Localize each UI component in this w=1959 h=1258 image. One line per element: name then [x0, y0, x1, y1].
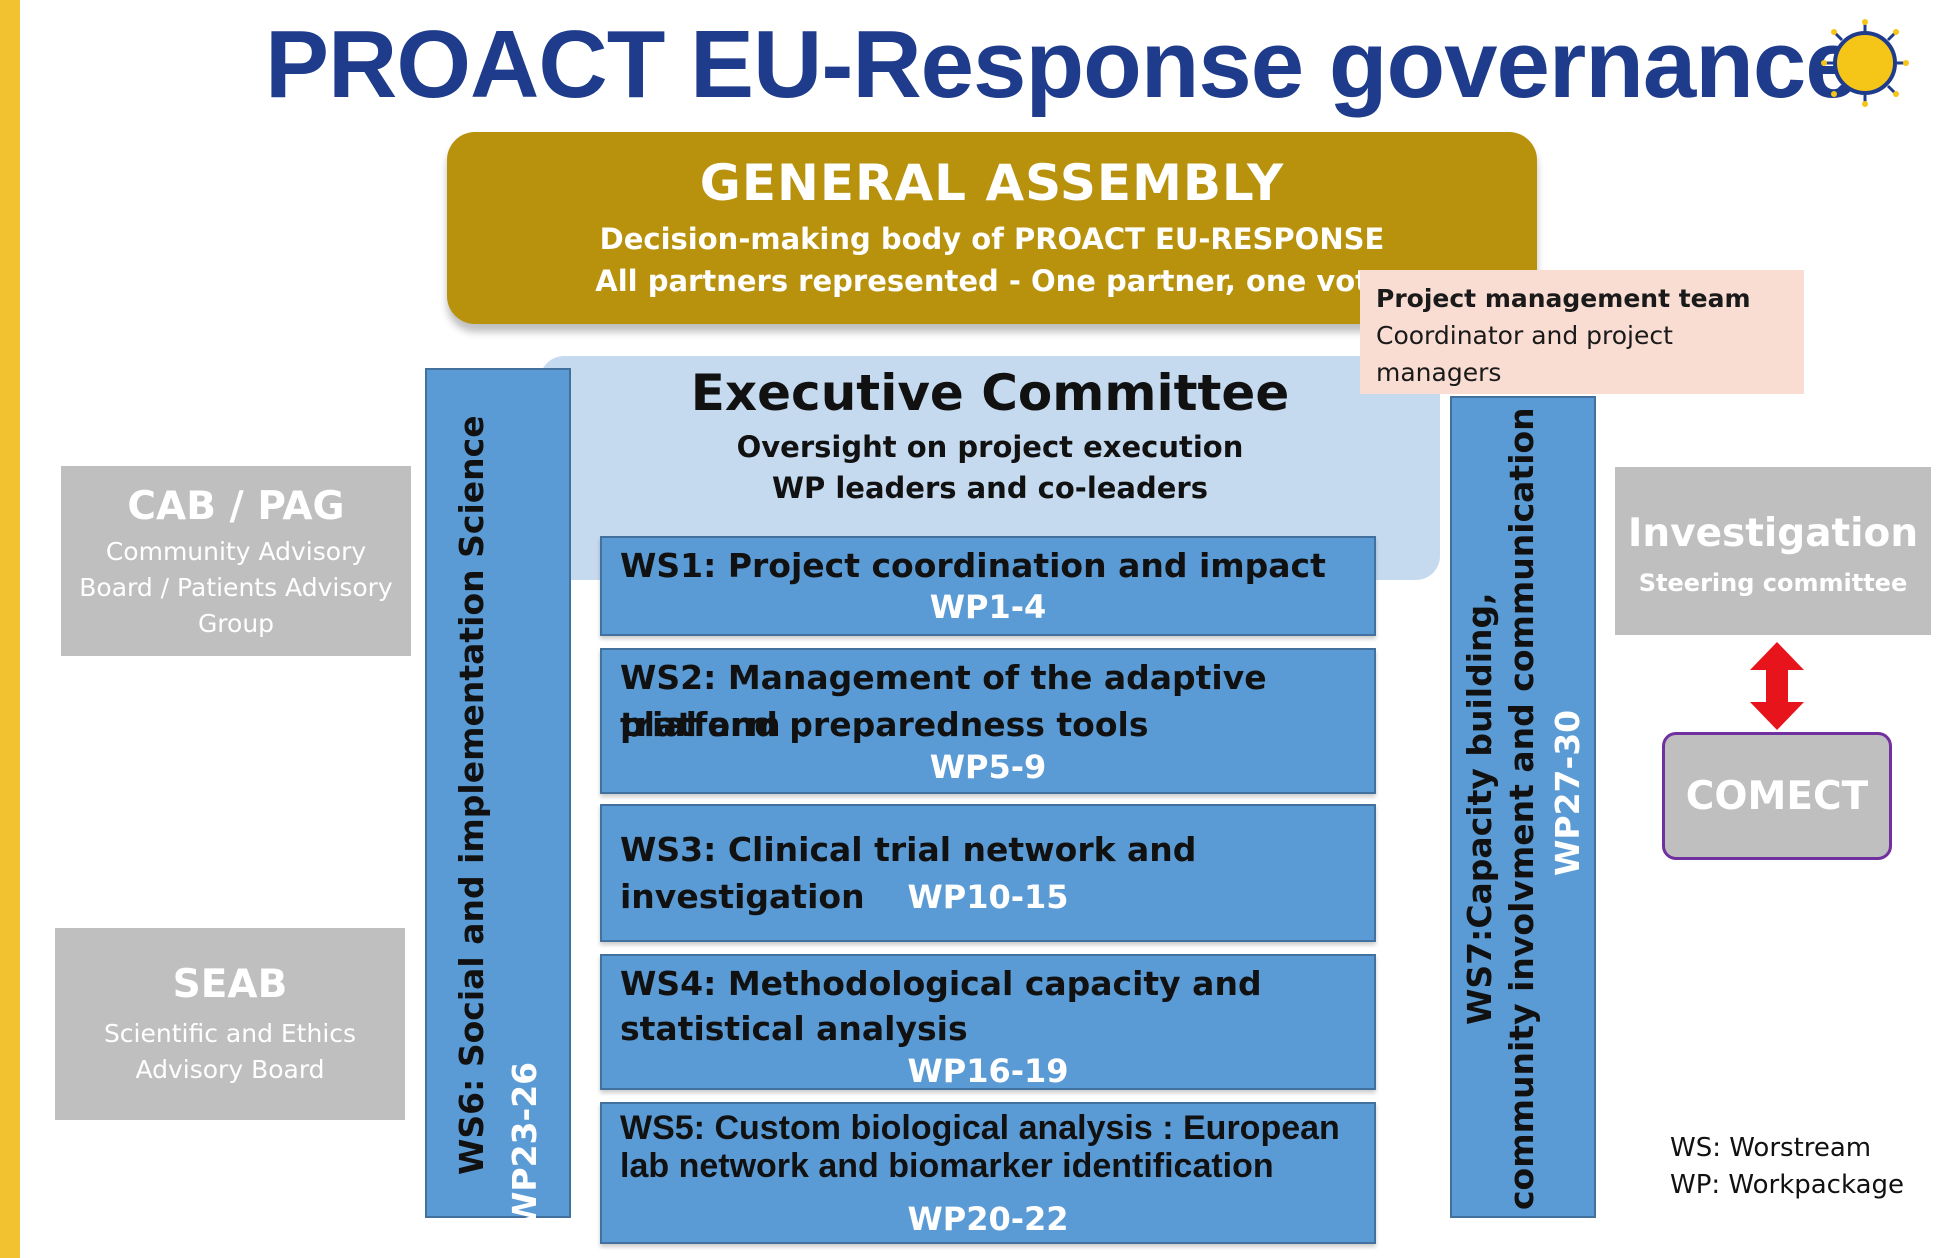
general-assembly-title: GENERAL ASSEMBLY — [699, 154, 1285, 212]
investigation-title: Investigation — [1627, 511, 1919, 556]
cab-pag-box: CAB / PAG Community Advisory Board / Pat… — [61, 466, 411, 656]
workstream-title-line1: WS1: Project coordination and impact — [620, 546, 1326, 585]
legend-ws: WS: Worstream — [1670, 1133, 1872, 1163]
workstream-box-ws1: WS1: Project coordination and impact WP1… — [600, 536, 1376, 636]
seab-title: SEAB — [172, 962, 288, 1007]
project-management-title: Project management team — [1376, 284, 1751, 313]
legend-wp: WP: Workpackage — [1670, 1170, 1905, 1200]
workstream-title-line1: WS2: Management of the adaptive platform — [620, 658, 1267, 744]
cab-pag-line3: Group — [197, 609, 275, 638]
executive-committee-line2: WP leaders and co-leaders — [772, 471, 1208, 505]
workstream-title-line2: trial and preparedness tools — [620, 705, 1149, 744]
seab-box: SEAB Scientific and Ethics Advisory Boar… — [55, 928, 405, 1120]
workstream-code: WP1-4 — [929, 588, 1047, 626]
executive-committee-title: Executive Committee — [690, 364, 1290, 422]
general-assembly-line1: Decision-making body of PROACT EU-RESPON… — [599, 222, 1385, 256]
accent-bar — [0, 0, 20, 1258]
workstream-title-line2: statistical analysis — [620, 1009, 968, 1048]
cab-pag-line2: Board / Patients Advisory — [79, 573, 393, 602]
workstream-box-ws3: WS3: Clinical trial network and investig… — [600, 804, 1376, 942]
ws7-bar: WS7:Capacity building, community involvm… — [1450, 396, 1596, 1218]
legend: WS: Worstream WP: Workpackage — [1670, 1130, 1940, 1204]
project-management-line1: Coordinator and project — [1376, 321, 1673, 350]
double-arrow-icon — [1750, 642, 1804, 730]
cab-pag-title: CAB / PAG — [127, 484, 345, 529]
ws7-label-line1: WS7:Capacity building, — [1460, 592, 1499, 1026]
workstream-code: WP20-22 — [907, 1200, 1069, 1238]
workstream-title-line1: WS3: Clinical trial network and investig… — [620, 830, 1197, 916]
workstream-title-line2: lab network and biomarker identification — [620, 1147, 1274, 1185]
comect-label: COMECT — [1685, 773, 1869, 819]
ws7-code: WP27-30 — [1548, 709, 1587, 877]
workstream-code: WP16-19 — [907, 1052, 1069, 1090]
general-assembly-box: GENERAL ASSEMBLY Decision-making body of… — [447, 132, 1537, 324]
general-assembly-line2: All partners represented - One partner, … — [595, 264, 1389, 298]
workstream-title-line1: WS4: Methodological capacity and — [620, 964, 1262, 1003]
executive-committee-line1: Oversight on project execution — [736, 430, 1244, 464]
seab-line1: Scientific and Ethics — [103, 1019, 357, 1048]
seab-line2: Advisory Board — [135, 1055, 325, 1084]
workstream-code: WP10-15 — [907, 878, 1069, 916]
page-title: PROACT EU-Response governance — [265, 11, 1859, 118]
comect-box: COMECT — [1662, 732, 1892, 860]
investigation-subtitle: Steering committee — [1638, 569, 1908, 597]
cab-pag-line1: Community Advisory — [105, 537, 367, 566]
workstream-code: WP5-9 — [929, 748, 1047, 786]
workstream-box-ws2: WS2: Management of the adaptive platform… — [600, 648, 1376, 794]
workstream-box-ws4: WS4: Methodological capacity and statist… — [600, 954, 1376, 1090]
ws7-label-line2: community involvment and communication — [1502, 407, 1541, 1211]
ws6-code: WP23-26 — [505, 1061, 544, 1229]
project-management-box: Project management team Coordinator and … — [1360, 270, 1804, 394]
ws6-label: WS6: Social and implementation Science — [452, 415, 491, 1175]
ws6-bar: WS6: Social and implementation Science W… — [425, 368, 571, 1229]
project-management-line2: managers — [1376, 358, 1502, 387]
workstream-title-line1: WS5: Custom biological analysis : Europe… — [620, 1109, 1340, 1147]
workstream-box-ws5: WS5: Custom biological analysis : Europe… — [600, 1102, 1376, 1244]
sun-logo-icon — [1821, 19, 1909, 107]
investigation-box: Investigation Steering committee — [1615, 467, 1931, 635]
